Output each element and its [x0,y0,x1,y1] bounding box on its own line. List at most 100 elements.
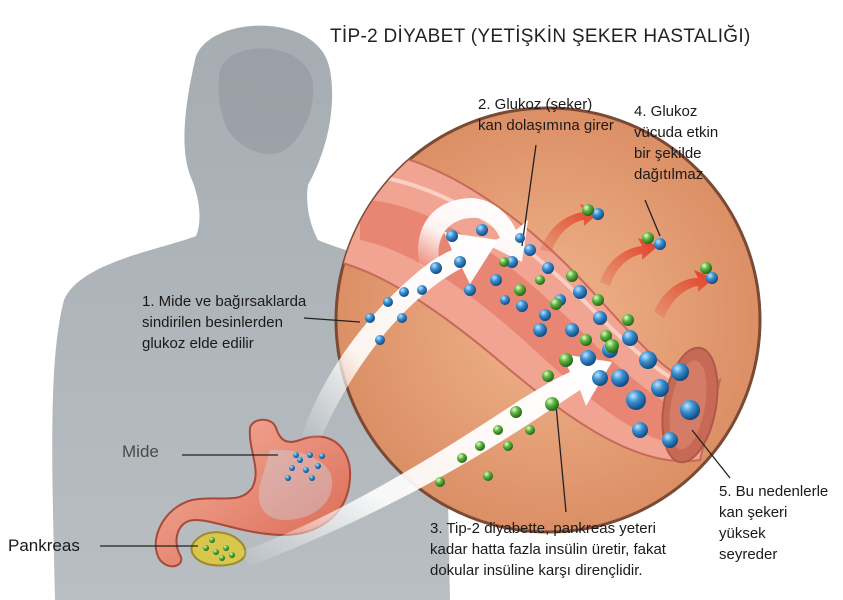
glucose-molecule [446,230,458,242]
glucose-molecule [297,457,303,463]
caption-line: glukoz elde edilir [142,335,254,352]
glucose-molecule [592,208,604,220]
glucose-molecule [430,262,442,274]
glucose-molecule [706,272,718,284]
glucose-molecule [632,422,648,438]
glucose-molecule [500,295,510,305]
glucose-molecule [611,369,629,387]
glucose-molecule [309,475,315,481]
glucose-molecule [533,323,547,337]
glucose-molecule [383,297,393,307]
insulin-molecule [642,232,654,244]
insulin-molecule [229,552,235,558]
step-1-caption: 1. Mide ve bağırsaklarda sindirilen besi… [142,291,306,354]
caption-line: seyreder [719,546,778,563]
release-arrow [654,270,714,318]
glucose-flow-arrow [300,232,498,440]
insulin-molecule [483,471,493,481]
caption-line: 2. Glukoz (şeker) [478,96,593,113]
caption-line: yüksek [719,525,766,542]
glucose-molecule [315,463,321,469]
insulin-molecule [203,545,209,551]
insulin-molecule [435,477,445,487]
glucose-molecule [516,300,528,312]
insulin-molecule [600,330,612,342]
release-arrow [540,204,600,252]
insulin-molecule [503,441,513,451]
caption-line: 1. Mide ve bağırsaklarda [142,293,307,310]
step-4-caption: 4. Glukoz vücuda etkin bir şekilde dağıt… [634,101,718,185]
caption-line: dokular insüline karşı dirençlidir. [430,562,643,579]
caption-line: 4. Glukoz [634,103,698,120]
glucose-molecule [476,224,488,236]
insulin-molecule [580,334,592,346]
stomach-label: Mide [122,442,159,461]
release-arrow [600,238,658,286]
caption-line: bir şekilde [634,145,702,162]
glucose-molecule [293,452,299,458]
glucose-molecule [565,323,579,337]
insulin-molecule [525,425,535,435]
glucose-molecule [573,285,587,299]
insulin-molecule [622,314,634,326]
glucose-molecule [524,244,536,256]
glucose-molecule [662,432,678,448]
glucose-molecule [515,233,525,243]
vessel-entry-arrow [418,198,528,268]
insulin-molecule [592,294,604,306]
caption-line: kan dolaşımına girer [478,117,614,134]
glucose-molecule [303,467,309,473]
glucose-molecule [671,363,689,381]
glucose-molecule [490,274,502,286]
caption-line: kan şekeri [719,504,788,521]
glucose-molecule [506,256,518,268]
glucose-molecule [626,390,646,410]
glucose-molecule [651,379,669,397]
insulin-molecule [605,339,619,353]
glucose-molecule [592,370,608,386]
insulin-molecule [213,549,219,555]
caption-line: dağıtılmaz [634,166,704,183]
insulin-molecule [219,555,225,561]
insulin-molecule [493,425,503,435]
insulin-molecule [545,397,559,411]
glucose-molecule [680,400,700,420]
insulin-molecule [499,257,509,267]
insulin-molecule [700,262,712,274]
glucose-molecule [307,452,313,458]
glucose-molecule [375,335,385,345]
glucose-molecule [654,238,666,250]
caption-line: 5. Bu nedenlerle [719,483,829,500]
glucose-molecule [464,284,476,296]
glucose-molecule [285,475,291,481]
human-body-silhouette [52,25,450,600]
glucose-molecule [593,311,607,325]
step-2-caption: 2. Glukoz (şeker) kan dolaşımına girer [478,94,614,136]
insulin-molecule [223,545,229,551]
insulin-molecule [535,275,545,285]
insulin-molecule [510,406,522,418]
insulin-molecule [209,537,215,543]
insulin-molecule [582,204,594,216]
caption-line: kadar hatta fazla insülin üretir, fakat [430,541,666,558]
insulin-molecules [203,204,712,561]
insulin-molecule [457,453,467,463]
caption-line: vücuda etkin [634,124,719,141]
glucose-molecule [639,351,657,369]
glucose-molecule [289,465,295,471]
insulin-molecule [542,370,554,382]
insulin-molecule [566,270,578,282]
pancreas-label: Pankreas [8,536,80,555]
caption-line: 3. Tip-2 diyabette, pankreas yeteri [430,520,656,537]
glucose-molecule [399,287,409,297]
insulin-molecule [559,353,573,367]
glucose-molecule [539,309,551,321]
glucose-molecule [454,256,466,268]
glucose-molecule [365,313,375,323]
step-5-caption: 5. Bu nedenlerle kan şekeri yüksek seyre… [719,481,828,565]
step-3-caption: 3. Tip-2 diyabette, pankreas yeteri kada… [430,518,666,581]
glucose-molecule [397,313,407,323]
glucose-molecule [580,350,596,366]
diagram-title: TİP-2 DİYABET (YETİŞKİN ŞEKER HASTALIĞI) [330,26,751,47]
